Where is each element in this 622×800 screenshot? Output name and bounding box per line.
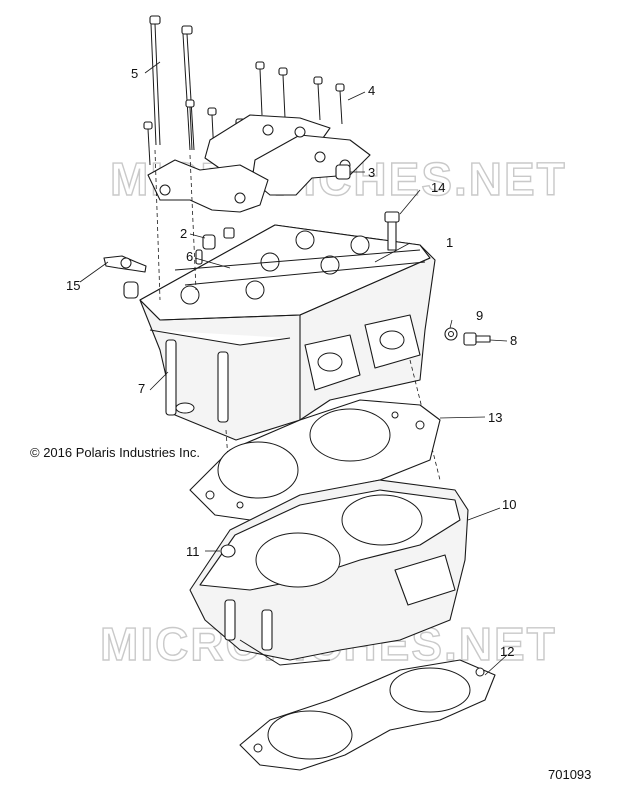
callout-1: 1 (446, 235, 453, 250)
head-gasket (189, 399, 441, 521)
alignment-line (189, 154, 197, 291)
head-bolt-14 (384, 211, 400, 251)
temperature-sensor (103, 255, 147, 273)
callout-leaders (79, 61, 508, 676)
dowel-11 (220, 544, 236, 558)
plug-and-washer (444, 327, 491, 346)
callout-11: 11 (186, 544, 200, 559)
callout-2: 2 (180, 226, 187, 241)
head-bolts-long (149, 15, 195, 151)
base-gasket (239, 659, 496, 771)
callout-10: 10 (502, 497, 516, 512)
callout-13: 13 (488, 410, 502, 425)
callout-12: 12 (500, 644, 514, 659)
dowel-pins (123, 227, 235, 299)
callout-5: 5 (131, 66, 138, 81)
camshaft-caps (147, 114, 371, 213)
callout-8: 8 (510, 333, 517, 348)
cylinder-block (189, 479, 469, 666)
callout-9: 9 (476, 308, 483, 323)
callout-4: 4 (368, 83, 375, 98)
callout-15: 15 (66, 278, 80, 293)
callout-3: 3 (368, 165, 375, 180)
callout-7: 7 (138, 381, 145, 396)
callout-numbers: 5 4 3 14 2 1 6 15 9 8 7 13 10 11 12 (66, 66, 517, 659)
drawing-number: 701093 (548, 767, 591, 782)
cylinder-head (139, 224, 436, 441)
callout-14: 14 (431, 180, 445, 195)
copyright-notice: © 2016 Polaris Industries Inc. (30, 445, 200, 460)
callout-6: 6 (186, 249, 193, 264)
